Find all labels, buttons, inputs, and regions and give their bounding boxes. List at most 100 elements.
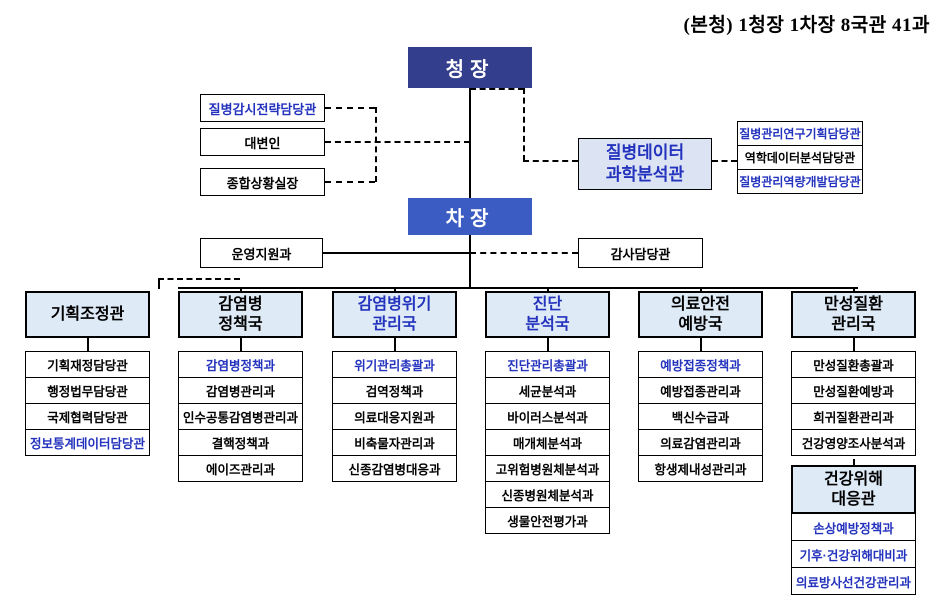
dept-box: 매개체분석과 (485, 429, 610, 456)
connector-bus (178, 287, 858, 289)
node-label-line1: 질병데이터 (605, 142, 685, 162)
division-label: 기획조정관 (50, 305, 125, 323)
division-label: 관리국 (372, 315, 417, 333)
dept-box: 의료감염관리과 (638, 429, 763, 456)
division-label: 예방국 (678, 315, 723, 333)
dept-box: 고위험병원체분석과 (485, 455, 610, 482)
node-spokesperson: 대변인 (200, 128, 325, 156)
dept-box: 백신수급과 (638, 403, 763, 430)
connector-tick (700, 287, 702, 292)
division-label: 분석국 (525, 315, 570, 333)
connector-dashed (375, 107, 377, 182)
division-header-diagnosis-analysis: 진단 분석국 (485, 291, 610, 338)
dept-box: 행정법무담당관 (25, 377, 150, 404)
data-science-children: 질병관리연구기획담당관 역학데이터분석담당관 질병관리역량개발담당관 (737, 121, 863, 194)
dept-box: 의료방사선건강관리과 (791, 567, 916, 595)
dept-box: 만성질환예방과 (791, 377, 916, 404)
connector-dashed (712, 160, 737, 162)
connector-tick (394, 287, 396, 292)
dept-box: 예방접종정책과 (638, 351, 763, 378)
division-label: 의료안전 (671, 295, 730, 313)
connector-dashed (325, 141, 470, 143)
connector-tick (853, 338, 855, 352)
division-header-crisis-management: 감염병위기 관리국 (332, 291, 457, 338)
connector-dashed (470, 88, 524, 90)
dept-box: 예방접종관리과 (638, 377, 763, 404)
dept-box: 역학데이터분석담당관 (737, 145, 863, 170)
node-situation-room: 종합상황실장 (200, 168, 325, 196)
dept-box: 건강영양조사분석과 (791, 429, 916, 456)
node-operations-support: 운영지원과 (200, 238, 323, 268)
division-label: 관리국 (831, 315, 876, 333)
node-disease-surveillance-strategy: 질병감시전략담당관 (200, 94, 325, 122)
dept-box: 감염병정책과 (178, 351, 303, 378)
connector-tick (87, 338, 89, 352)
dept-box: 질병관리역량개발담당관 (737, 169, 863, 194)
division-header-medical-safety: 의료안전 예방국 (638, 291, 763, 338)
connector-tick (240, 287, 242, 292)
connector-commissioner-vice (469, 88, 471, 198)
dept-box: 비축물자관리과 (332, 429, 457, 456)
dept-box: 결핵정책과 (178, 429, 303, 456)
dept-box: 에이즈관리과 (178, 455, 303, 482)
connector-tick (547, 338, 549, 352)
division-label: 정책국 (218, 315, 263, 333)
dept-box: 검역정책과 (332, 377, 457, 404)
stack-infectious-policy: 감염병정책과 감염병관리과 인수공통감염병관리과 결핵정책과 에이즈관리과 (178, 351, 303, 482)
dept-box: 인수공통감염병관리과 (178, 403, 303, 430)
connector-tick (853, 459, 855, 466)
connector-dashed (523, 88, 525, 161)
stack-chronic-disease: 만성질환총괄과 만성질환예방과 희귀질환관리과 건강영양조사분석과 (791, 351, 916, 456)
division-label: 건강위해 (824, 470, 883, 488)
connector-tick (700, 338, 702, 352)
division-label: 만성질환 (824, 295, 883, 313)
dept-box: 신종병원체분석과 (485, 481, 610, 508)
dept-box: 항생제내성관리과 (638, 455, 763, 482)
dept-box: 생물안전평가과 (485, 507, 610, 534)
dept-box: 만성질환총괄과 (791, 351, 916, 378)
connector-dashed (325, 181, 375, 183)
connector-dashed (325, 107, 375, 109)
division-header-planning: 기획조정관 (25, 291, 150, 338)
dept-box: 감염병관리과 (178, 377, 303, 404)
dept-box: 위기관리총괄과 (332, 351, 457, 378)
node-vice-commissioner: 차장 (408, 198, 532, 235)
stack-health-hazard: 손상예방정책과 기후·건강위해대비과 의료방사선건강관리과 (791, 513, 916, 595)
division-header-chronic-disease: 만성질환 관리국 (791, 291, 916, 338)
node-disease-data-science-analysis: 질병데이터 과학분석관 (578, 138, 712, 190)
chart-title: (본청) 1청장 1차장 8국관 41과 (683, 15, 930, 36)
connector-dashed (158, 278, 240, 280)
dept-box: 기획재정담당관 (25, 351, 150, 378)
node-commissioner: 청장 (408, 47, 532, 88)
dept-box: 진단관리총괄과 (485, 351, 610, 378)
dept-box: 바이러스분석과 (485, 403, 610, 430)
connector-tick (547, 287, 549, 292)
stack-diagnosis-analysis: 진단관리총괄과 세균분석과 바이러스분석과 매개체분석과 고위험병원체분석과 신… (485, 351, 610, 534)
connector-dashed (523, 160, 578, 162)
dept-box: 국제협력담당관 (25, 403, 150, 430)
dept-box: 기후·건강위해대비과 (791, 540, 916, 568)
connector-tick (394, 338, 396, 352)
dept-box: 정보통계데이터담당관 (25, 429, 150, 456)
division-header-infectious-policy: 감염병 정책국 (178, 291, 303, 338)
dept-box: 희귀질환관리과 (791, 403, 916, 430)
connector-operations (323, 252, 470, 254)
stack-medical-safety: 예방접종정책과 예방접종관리과 백신수급과 의료감염관리과 항생제내성관리과 (638, 351, 763, 482)
stack-crisis-management: 위기관리총괄과 검역정책과 의료대응지원과 비축물자관리과 신종감염병대응과 (332, 351, 457, 482)
dept-box: 세균분석과 (485, 377, 610, 404)
connector-tick (853, 287, 855, 292)
node-audit-officer: 감사담당관 (578, 238, 703, 268)
connector-dashed (158, 278, 160, 289)
division-label: 대응관 (831, 490, 876, 508)
dept-box: 신종감염병대응과 (332, 455, 457, 482)
connector-tick (240, 338, 242, 352)
division-label: 감염병 (218, 295, 263, 313)
division-header-health-hazard: 건강위해 대응관 (791, 465, 916, 514)
connector-dashed (470, 252, 578, 254)
dept-box: 손상예방정책과 (791, 513, 916, 541)
node-label-line2: 과학분석관 (605, 165, 685, 184)
connector-vice-bus (469, 235, 471, 289)
dept-box: 질병관리연구기획담당관 (737, 121, 863, 146)
division-label: 감염병위기 (357, 295, 432, 313)
